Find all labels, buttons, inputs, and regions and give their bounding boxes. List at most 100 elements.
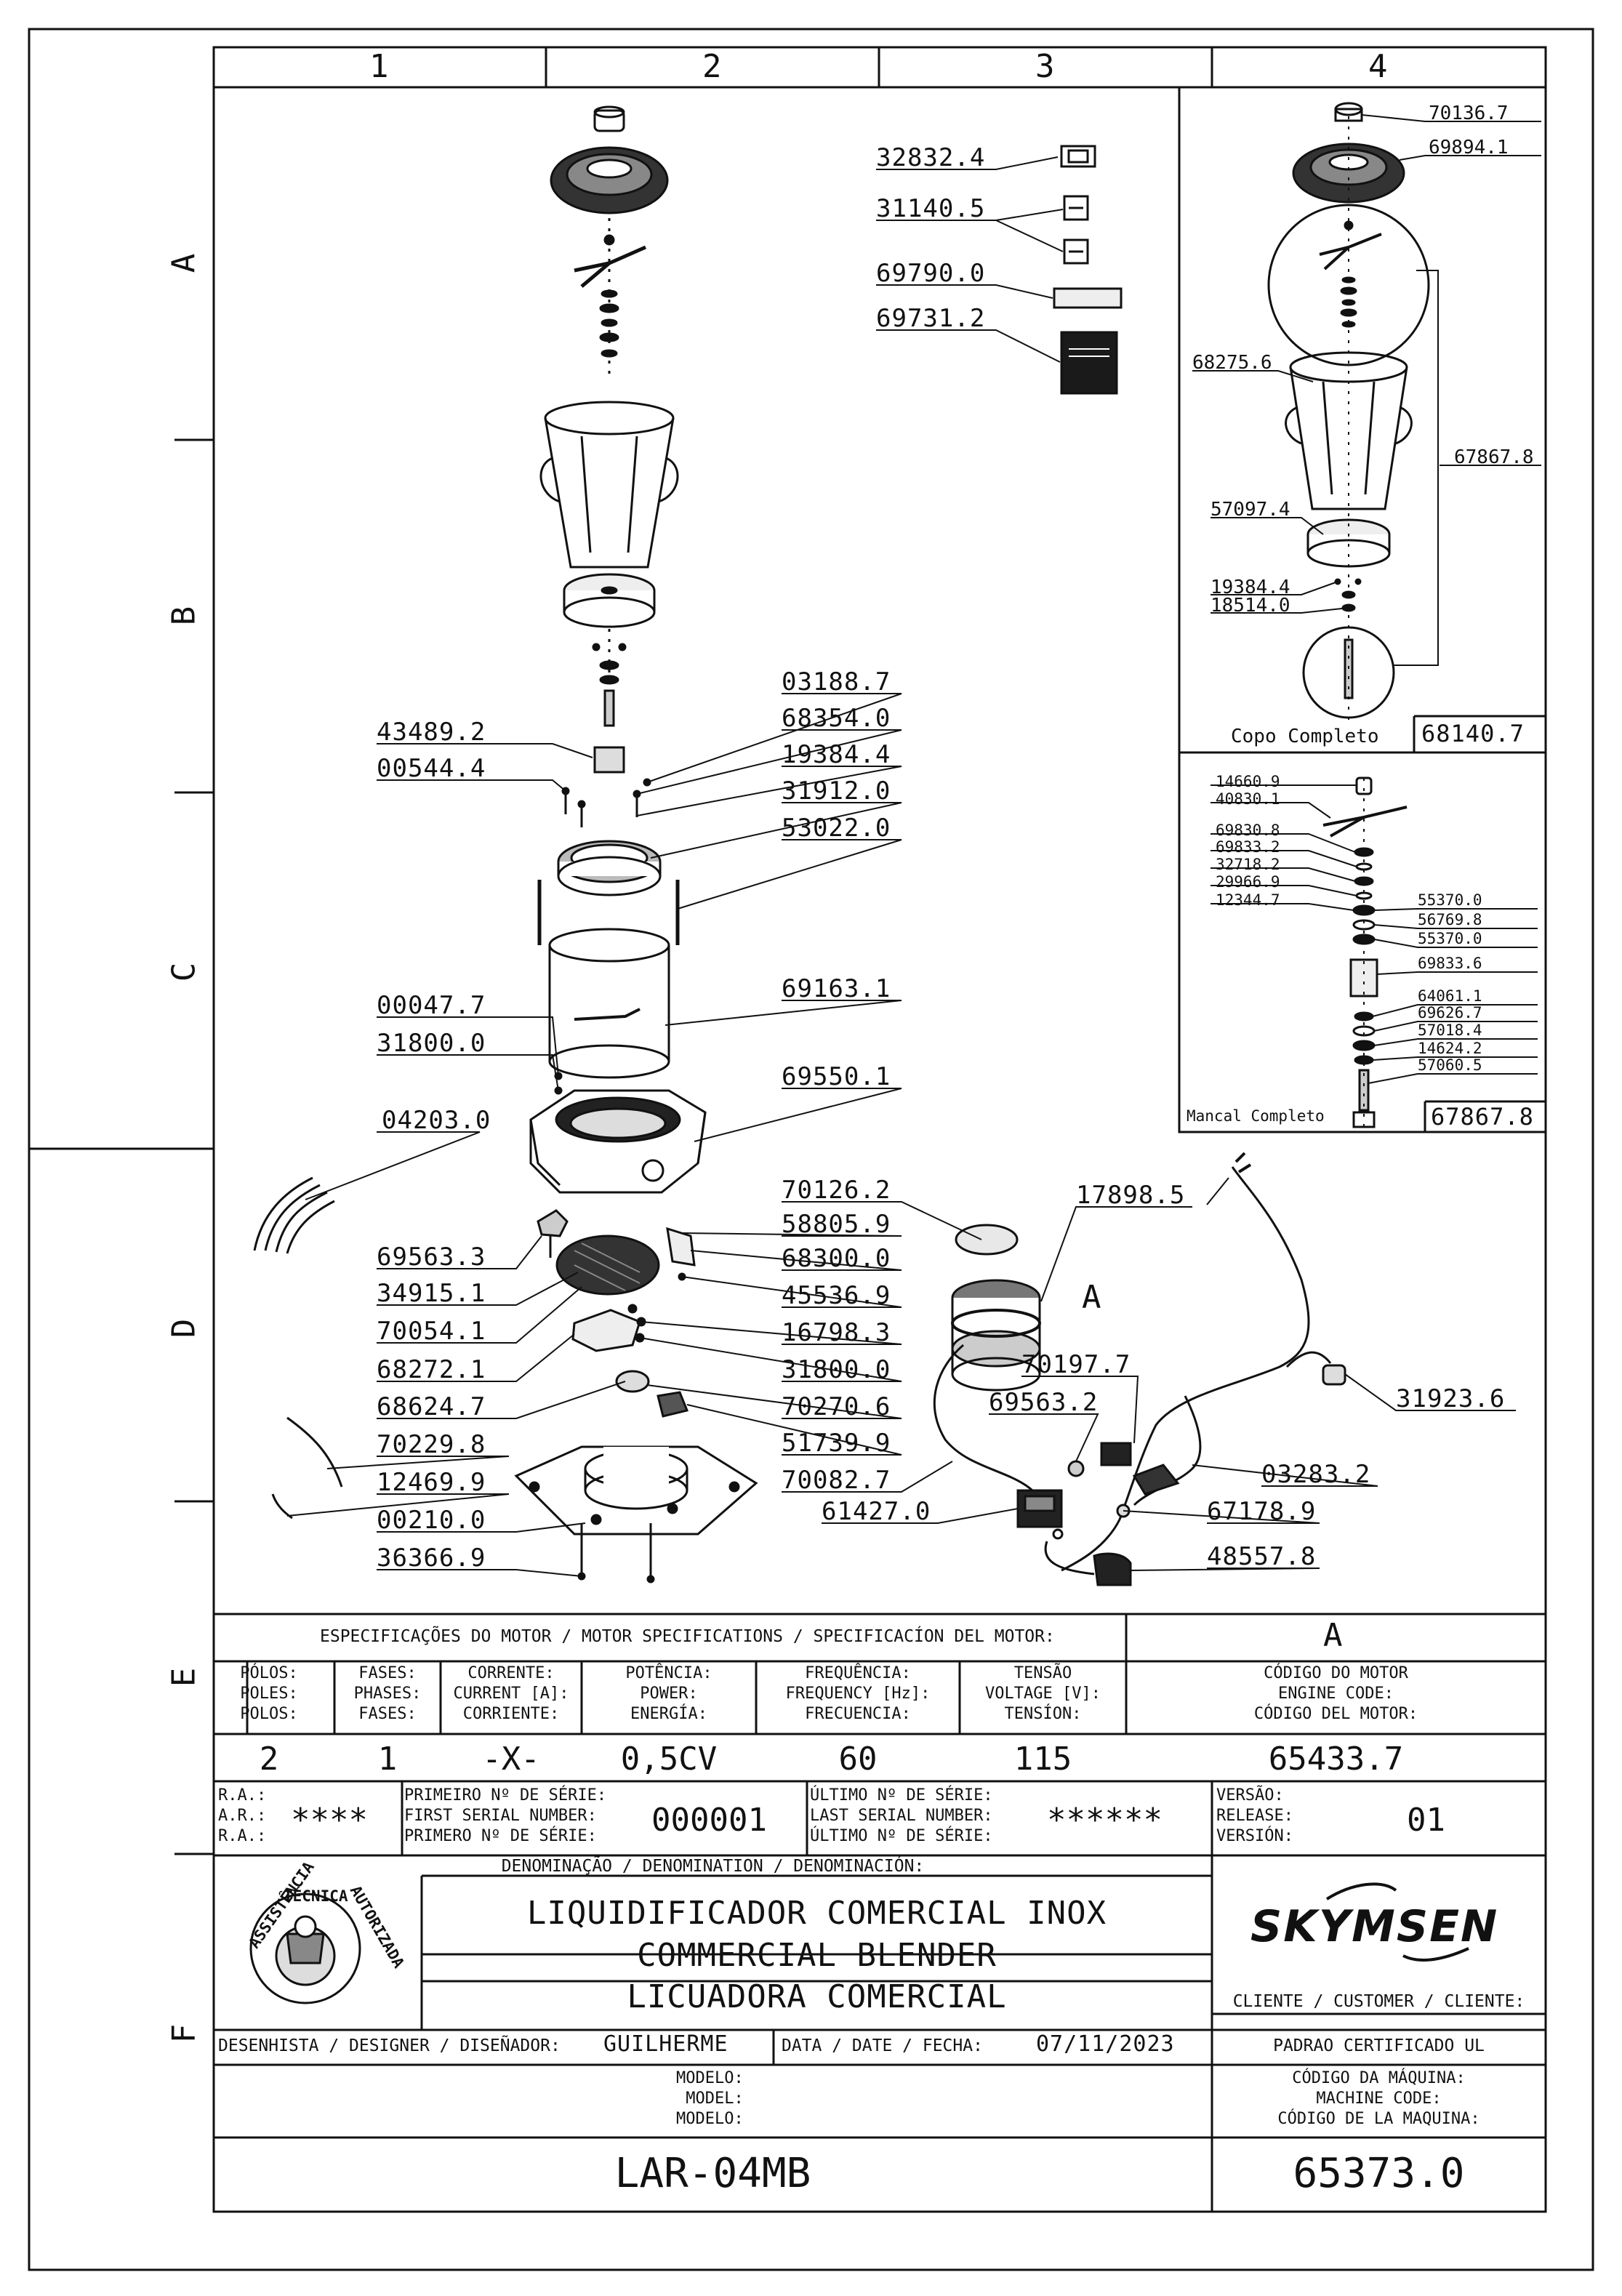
part-number: 31912.0 [782, 776, 891, 806]
spec-value-voltage: 115 [1013, 1741, 1072, 1778]
part-number: 69894.1 [1429, 137, 1509, 158]
part-number: 17898.5 [1076, 1181, 1186, 1210]
spec-value-poles: 2 [259, 1741, 279, 1778]
part-number: 70054.1 [377, 1317, 486, 1346]
spec-label-power: POTÊNCIA:POWER:ENERGÍA: [625, 1664, 712, 1723]
part-number: 68354.0 [782, 704, 891, 733]
product-name-es: LICUADORA COMERCIAL [627, 1978, 1007, 2015]
part-number: 31923.6 [1396, 1384, 1506, 1413]
part-number: 67867.8 [1454, 446, 1534, 468]
part-number: 04203.0 [382, 1106, 491, 1135]
part-number: 14624.2 [1418, 1040, 1482, 1057]
first-serial-labels: PRIMEIRO Nº DE SÉRIE:FIRST SERIAL NUMBER… [404, 1786, 607, 1845]
model-value: LAR-04MB [614, 2150, 811, 2197]
row-label-a: A [165, 253, 203, 273]
part-number: 00210.0 [377, 1506, 486, 1535]
date-value: 07/11/2023 [1036, 2031, 1175, 2057]
part-number: 69163.1 [782, 974, 891, 1003]
part-number: 69830.8 [1216, 822, 1280, 839]
part-number: 32832.4 [876, 143, 986, 172]
version-value: 01 [1407, 1802, 1445, 1839]
cup-assembly-code: 68140.7 [1421, 720, 1525, 747]
spec-value-power: 0,5CV [620, 1741, 718, 1778]
part-number: 61427.0 [822, 1497, 931, 1526]
part-number: 00047.7 [377, 991, 486, 1020]
part-number: 67178.9 [1207, 1497, 1317, 1526]
spec-label-poles: PÓLOS:POLES:POLOS: [240, 1664, 298, 1723]
row-label-f: F [165, 2023, 203, 2044]
part-number: 03283.2 [1261, 1460, 1371, 1489]
part-number: 70270.6 [782, 1392, 891, 1421]
spec-value-phases: 1 [377, 1741, 398, 1778]
part-number: 48557.8 [1207, 1542, 1317, 1571]
client-value: PADRAO CERTIFICADO UL [1273, 2036, 1485, 2055]
part-number: 00544.4 [377, 754, 486, 783]
spec-label-frequency: FREQUÊNCIA:FREQUENCY [Hz]:FRECUENCIA: [785, 1664, 931, 1723]
part-number: 31800.0 [377, 1029, 486, 1058]
spec-value-frequency: 60 [838, 1741, 878, 1778]
part-number: 68275.6 [1192, 352, 1272, 374]
cup-assembly-caption: Copo Completo [1231, 726, 1379, 747]
row-label-b: B [165, 606, 203, 626]
part-number: 70126.2 [782, 1176, 891, 1205]
motor-spec-letter: A [1323, 1617, 1343, 1654]
part-number: 69550.1 [782, 1062, 891, 1091]
part-number: 69563.2 [989, 1388, 1099, 1417]
first-serial-value: 000001 [651, 1802, 767, 1839]
part-number: 31140.5 [876, 194, 986, 223]
part-number: 69790.0 [876, 259, 986, 288]
designer-label: DESENHISTA / DESIGNER / DISEÑADOR: [218, 2036, 561, 2055]
part-number: 36366.9 [377, 1544, 486, 1573]
part-number: 57060.5 [1418, 1056, 1482, 1074]
part-number: 31800.0 [782, 1355, 891, 1384]
part-number: 68624.7 [377, 1392, 486, 1421]
part-number: 43489.2 [377, 718, 486, 747]
motor-callout-letter: A [1082, 1279, 1101, 1316]
part-number: 32718.2 [1216, 856, 1280, 873]
part-number: 16798.3 [782, 1318, 891, 1347]
part-number: 40830.1 [1216, 790, 1280, 808]
column-label-4: 4 [1368, 48, 1388, 85]
part-number: 34915.1 [377, 1279, 486, 1308]
last-serial-value: ****** [1047, 1802, 1163, 1839]
ra-labels: R.A.:A.R.:R.A.: [218, 1786, 267, 1845]
spec-value-current: -X- [482, 1741, 540, 1778]
row-label-c: C [165, 962, 203, 982]
part-number: 53022.0 [782, 814, 891, 843]
part-number: 70197.7 [1021, 1350, 1131, 1379]
spec-label-phases: FASES:PHASES:FASES: [353, 1664, 422, 1723]
part-number: 03188.7 [782, 667, 891, 697]
client-label: CLIENTE / CUSTOMER / CLIENTE: [1232, 1992, 1525, 2011]
version-labels: VERSÃO:RELEASE:VERSIÓN: [1216, 1786, 1293, 1845]
last-serial-labels: ÚLTIMO Nº DE SÉRIE:LAST SERIAL NUMBER:ÚL… [810, 1786, 993, 1845]
column-label-2: 2 [702, 48, 722, 85]
part-number: 19384.4 [1211, 577, 1290, 598]
part-number: 69833.2 [1216, 838, 1280, 856]
part-number: 69563.3 [377, 1243, 486, 1272]
part-number: 64061.1 [1418, 987, 1482, 1005]
designer-name: GUILHERME [603, 2031, 728, 2057]
part-number: 19384.4 [782, 740, 891, 769]
row-label-d: D [165, 1318, 203, 1338]
spec-label-current: CORRENTE:CURRENT [A]:CORRIENTE: [453, 1664, 569, 1723]
part-number: 55370.0 [1418, 930, 1482, 947]
part-number: 29966.9 [1216, 873, 1280, 891]
part-number: 68272.1 [377, 1355, 486, 1384]
product-name-pt: LIQUIDIFICADOR COMERCIAL INOX [526, 1895, 1107, 1932]
motor-spec-header: ESPECIFICAÇÕES DO MOTOR / MOTOR SPECIFIC… [320, 1627, 1055, 1646]
skymsen-logo: SKYMSEN [1250, 1901, 1499, 1952]
part-number: 57097.4 [1211, 499, 1290, 521]
bearing-assembly-code: 67867.8 [1431, 1103, 1534, 1131]
part-number: 70229.8 [377, 1430, 486, 1459]
machine-code-labels: CÓDIGO DA MÁQUINA:MACHINE CODE:CÓDIGO DE… [1277, 2069, 1480, 2128]
part-number: 69731.2 [876, 304, 986, 333]
engine-code-value: 65433.7 [1268, 1741, 1404, 1778]
part-number: 12344.7 [1216, 891, 1280, 909]
machine-code-value: 65373.0 [1293, 2150, 1465, 2197]
part-number: 70136.7 [1429, 103, 1509, 124]
part-number: 55370.0 [1418, 891, 1482, 909]
product-name-en: COMMERCIAL BLENDER [637, 1937, 997, 1974]
